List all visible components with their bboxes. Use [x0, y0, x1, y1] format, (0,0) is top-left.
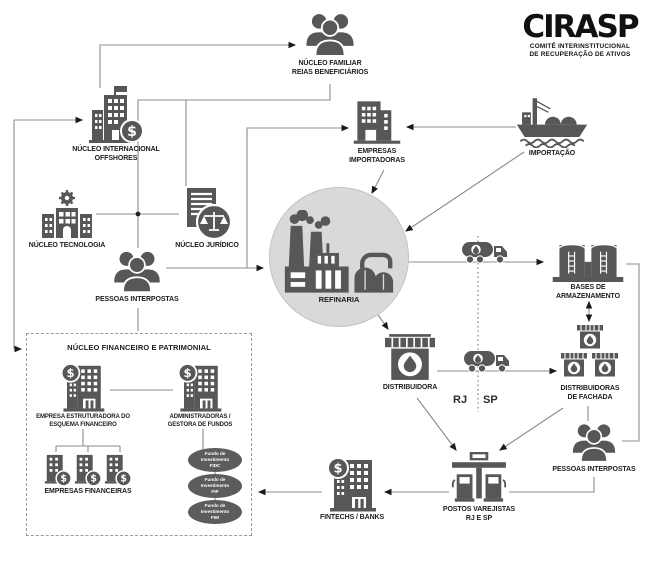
cirasp-wordmark: CIRASP: [522, 9, 639, 45]
node-empresa-estruturadora: $ EMPRESA ESTRUTURADORA DO ESQUEMA FINAN…: [23, 364, 143, 429]
node-importacao: IMPORTAÇÃO: [492, 96, 612, 159]
storage-tanks-icon: [552, 243, 624, 282]
fundo-fim-line-2: Investimento: [200, 509, 230, 515]
region-sp-label: SP: [483, 394, 498, 406]
empresas-financeiras-label: EMPRESAS FINANCEIRAS: [44, 488, 132, 495]
cirasp-logo: CIRASP COMITÊ INTERINSTITUCIONAL DE RECU…: [505, 12, 655, 60]
logo-subtitle-2: DE RECUPERAÇÃO DE ATIVOS: [529, 51, 631, 59]
refinaria-label: REFINARIA: [318, 295, 360, 304]
refinery-icon: [284, 210, 394, 293]
fundo-fidc-line-3: FIDC: [209, 462, 221, 468]
region-rj-label: RJ: [453, 394, 468, 406]
tanker-ship-icon: [516, 98, 588, 148]
node-fundo-fidc: Fundo de Investimento FIDC: [188, 448, 242, 472]
node-pessoas-interpostas-right: PESSOAS INTERPOSTAS: [534, 422, 654, 475]
distribuidoras-fachada-label-1: DISTRIBUIDORAS: [560, 385, 620, 392]
fundo-fim-line-1: Fundo de: [204, 503, 226, 509]
nucleo-internacional-label-1: NÚCLEO INTERNACIONAL: [72, 146, 160, 153]
node-empresas-importadoras: EMPRESAS IMPORTADORAS: [317, 96, 437, 166]
pessoas-interpostas-right-label: PESSOAS INTERPOSTAS: [552, 466, 636, 473]
nucleo-tecnologia-label: NÚCLEO TECNOLOGIA: [28, 242, 106, 249]
finance-companies-icons: $: [44, 454, 132, 486]
finance-building-icon: $: [60, 364, 105, 412]
fundo-fidc-line-1: Fundo de: [204, 451, 226, 457]
node-administradoras: $ ADMINISTRADORAS / GESTORA DE FUNDOS: [140, 364, 260, 429]
node-distribuidoras-fachada: DISTRIBUIDORAS DE FACHADA: [530, 325, 650, 403]
node-nucleo-internacional: $ NÚCLEO INTERNACIONAL OFFSHORES: [36, 86, 196, 164]
legal-scales-icon: [187, 188, 233, 240]
node-postos-varejistas: POSTOS VAREJISTAS RJ E SP: [419, 452, 539, 524]
people-group-icon: [114, 251, 160, 293]
node-refinaria: REFINARIA: [269, 187, 409, 327]
empresas-importadoras-label-2: IMPORTADORAS: [349, 156, 405, 164]
empresas-importadoras-label-1: EMPRESAS: [357, 148, 397, 155]
fundo-fip-line-1: Fundo de: [204, 477, 226, 483]
nucleo-financeiro-title: NÚCLEO FINANCEIRO E PATRIMONIAL: [67, 343, 211, 352]
tanker-truck-icon: [462, 238, 508, 269]
distribuidoras-fachada-label-2: DE FACHADA: [567, 393, 613, 401]
distribuidora-label: DISTRIBUIDORA: [382, 384, 438, 391]
people-group-icon: [306, 14, 354, 57]
nucleo-financeiro-box: [26, 333, 252, 536]
bank-building-icon: $: [327, 458, 376, 512]
tech-building-icon: [42, 190, 92, 238]
fundo-fip-line-2: Investimento: [200, 483, 230, 489]
edge-internacional-familiar: [99, 41, 297, 88]
pessoas-interpostas-left-label: PESSOAS INTERPOSTAS: [95, 296, 179, 303]
front-stores-icon: [560, 325, 619, 378]
node-bases-armazenamento: BASES DE ARMAZENAMENTO: [528, 240, 648, 302]
node-distribuidora: DISTRIBUIDORA: [350, 332, 470, 393]
junction-dot: [135, 211, 141, 217]
office-building-icon: [353, 101, 401, 144]
fundo-fim-line-3: FIM: [211, 514, 219, 520]
administradoras-label-1: ADMINISTRADORAS /: [169, 414, 231, 420]
edge-importadoras-refinaria: [371, 169, 385, 194]
nucleo-juridico-label: NÚCLEO JURÍDICO: [175, 242, 239, 249]
tanker-truck-icon: [464, 347, 510, 378]
node-pessoas-interpostas-left: PESSOAS INTERPOSTAS: [77, 250, 197, 305]
edge-distribuidora-postos: [416, 397, 457, 451]
fundo-fidc-line-2: Investimento: [200, 457, 230, 463]
people-group-icon: [572, 424, 616, 463]
empresa-estruturadora-label-2: ESQUEMA FINANCEIRO: [49, 421, 117, 428]
gas-station-icon: [451, 452, 507, 502]
postos-varejistas-label-2: RJ E SP: [465, 514, 493, 522]
node-nucleo-familiar: NÚCLEO FAMILIAR REIAS BENEFICIÁRIOS: [280, 12, 380, 78]
finance-building-icon: $: [177, 364, 222, 412]
svg-text:$: $: [333, 462, 342, 477]
postos-varejistas-label-1: POSTOS VAREJISTAS: [442, 506, 516, 513]
node-fintechs-banks: $ FINTECHS / BANKS: [292, 458, 412, 523]
bases-armazenamento-label-1: BASES DE: [570, 284, 606, 291]
offshore-building-icon: $: [89, 86, 144, 143]
node-nucleo-juridico: NÚCLEO JURÍDICO: [147, 188, 267, 251]
fuel-store-icon: [385, 334, 435, 380]
svg-text:$: $: [127, 124, 137, 140]
nucleo-familiar-label-1: NÚCLEO FAMILIAR: [298, 60, 362, 67]
fundo-fip-line-3: FIP: [211, 488, 219, 494]
node-nucleo-tecnologia: NÚCLEO TECNOLOGIA: [7, 190, 127, 251]
bases-armazenamento-label-2: ARMAZENAMENTO: [556, 292, 620, 300]
node-fundo-fip: Fundo de Investimento FIP: [188, 474, 242, 498]
node-fundo-fim: Fundo de Investimento FIM: [188, 500, 242, 524]
empresa-estruturadora-label-1: EMPRESA ESTRUTURADORA DO: [36, 414, 130, 420]
logo-subtitle-1: COMITÊ INTERINSTITUCIONAL: [529, 43, 631, 50]
nucleo-internacional-label-2: OFFSHORES: [94, 154, 138, 162]
fintechs-banks-label: FINTECHS / BANKS: [319, 514, 385, 521]
importacao-label: IMPORTAÇÃO: [528, 150, 576, 157]
nucleo-familiar-label-2: REIAS BENEFICIÁRIOS: [291, 68, 369, 76]
node-empresas-financeiras: $ EMPRESAS FINANCEIRAS: [28, 452, 148, 497]
administradoras-label-2: GESTORA DE FUNDOS: [167, 421, 233, 428]
svg-text:$: $: [67, 366, 75, 380]
svg-text:$: $: [184, 366, 192, 380]
